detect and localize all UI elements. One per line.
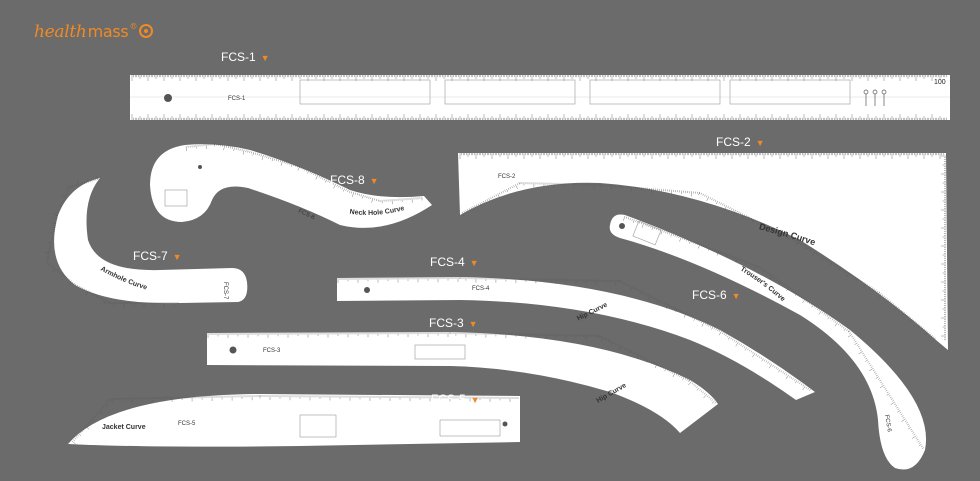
label-fcs3: FCS-3▼ — [429, 316, 478, 330]
ruler-fcs1-body — [130, 75, 950, 120]
ruler-fcs3-ticks — [207, 332, 717, 404]
ruler-fcs4-name: FCS-4 — [472, 286, 490, 292]
ruler-fcs3-body — [207, 332, 718, 433]
ruler-fcs8-ticks — [185, 142, 423, 205]
ruler-fcs6-ticks — [623, 215, 924, 449]
ruler-fcs4-body — [337, 277, 815, 400]
label-fcs4: FCS-4▼ — [430, 255, 479, 269]
ruler-fcs4-ticks — [337, 277, 811, 391]
brand-logo: healthmass® — [34, 22, 154, 42]
ruler-fcs8: FCS-8 Neck Hole Curve — [150, 142, 432, 228]
ruler-fcs5: Jacket Curve FCS-5 — [68, 394, 520, 447]
ruler-fcs8-body — [150, 144, 432, 228]
triangle-down-icon: ▼ — [468, 319, 478, 329]
ruler-fcs5-ticks — [71, 395, 519, 445]
label-fcs6: FCS-6▼ — [692, 288, 741, 302]
ruler-fcs6-body — [609, 214, 927, 470]
triangle-down-icon: ▼ — [731, 291, 741, 301]
ruler-fcs7: FCS-7 Armhole Curve — [44, 175, 248, 307]
triangle-down-icon: ▼ — [755, 138, 765, 148]
triangle-down-icon: ▼ — [172, 252, 182, 262]
brand-reg: ® — [129, 22, 138, 31]
ruler-fcs2-ticks — [459, 153, 946, 341]
ruler-fcs7-name: FCS-7 — [222, 282, 228, 300]
ruler-fcs6-name: FCS-6 — [883, 414, 892, 433]
ruler-fcs1-end-number: 100 — [934, 79, 946, 86]
label-fcs2: FCS-2▼ — [716, 135, 765, 149]
triangle-down-icon: ▼ — [470, 395, 480, 405]
label-fcs7: FCS-7▼ — [133, 249, 182, 263]
triangle-down-icon: ▼ — [260, 53, 270, 63]
ruler-fcs7-body — [54, 178, 248, 304]
triangle-down-icon: ▼ — [469, 258, 479, 268]
ruler-fcs1: FCS-1 100 — [130, 75, 950, 120]
ruler-fcs2-body — [458, 153, 948, 350]
ruler-fcs2-name: FCS-2 — [498, 174, 516, 180]
label-fcs8: FCS-8▼ — [330, 173, 379, 187]
ruler-fcs5-title: Jacket Curve — [102, 424, 146, 431]
label-fcs1: FCS-1▼ — [221, 50, 270, 64]
triangle-down-icon: ▼ — [369, 176, 379, 186]
ruler-fcs7-ticks — [44, 175, 179, 307]
ruler-fcs1-ticks — [131, 75, 947, 81]
figure-icon — [863, 89, 887, 106]
ruler-fcs5-name: FCS-5 — [178, 421, 196, 427]
ruler-fcs3-name: FCS-3 — [263, 348, 281, 354]
brand-ring-icon — [139, 24, 154, 38]
ruler-fcs5-body — [68, 394, 520, 447]
brand-name-a: health — [34, 22, 87, 42]
label-fcs5: FCS-5▼ — [431, 392, 480, 406]
brand-name-b: mass — [87, 22, 129, 41]
ruler-fcs1-name: FCS-1 — [228, 96, 246, 102]
ruler-fcs1-ticks-bottom — [131, 114, 947, 120]
